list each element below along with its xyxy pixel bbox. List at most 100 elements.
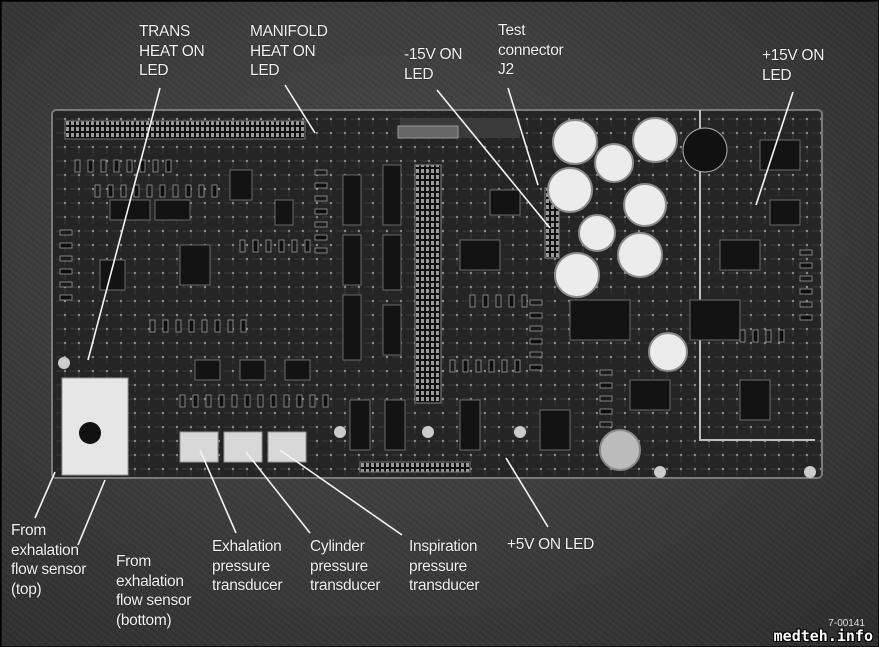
label-line: transducer <box>212 577 283 594</box>
resistor <box>765 329 772 343</box>
label-trans-heat-led: TRANS HEAT ON LED <box>139 22 205 81</box>
label-line: flow sensor <box>11 561 87 578</box>
resistor <box>529 312 543 319</box>
resistor <box>146 184 153 198</box>
label-line: From <box>11 522 46 539</box>
resistor <box>244 394 251 408</box>
label-cylinder-pressure-transducer: Cylinder pressure transducer <box>310 537 381 596</box>
resistor <box>265 239 272 253</box>
label-line: LED <box>404 65 434 83</box>
label-line: TRANS <box>139 23 191 40</box>
resistor <box>201 319 208 333</box>
label-line: From <box>116 553 151 570</box>
label-line: Cylinder <box>310 538 365 555</box>
label-manifold-heat-led: MANIFOLD HEAT ON LED <box>250 22 328 81</box>
inductor <box>682 127 728 173</box>
resistor <box>799 288 813 295</box>
resistor <box>322 394 329 408</box>
ic-chips <box>99 139 801 451</box>
label-line: pressure <box>310 557 368 575</box>
resistor <box>314 182 328 189</box>
resistor <box>314 208 328 215</box>
resistor <box>257 394 264 408</box>
label-exhalation-flow-sensor-bottom: From exhalation flow sensor (bottom) <box>116 552 191 630</box>
label-line: transducer <box>409 577 480 594</box>
resistor <box>87 159 94 173</box>
resistor <box>159 184 166 198</box>
resistor <box>529 364 543 371</box>
resistor <box>296 394 303 408</box>
resistor <box>291 239 298 253</box>
flow-sensor-block <box>61 377 129 476</box>
resistor <box>599 408 613 415</box>
resistor <box>799 249 813 256</box>
label-line: LED <box>139 62 169 79</box>
resistor <box>59 294 73 301</box>
resistor <box>162 319 169 333</box>
resistor <box>278 239 285 253</box>
label-line: transducer <box>310 577 381 594</box>
resistor <box>192 394 199 408</box>
resistor <box>599 369 613 376</box>
label-line: -15V ON <box>404 46 463 63</box>
label-test-connector-j2: Test connector J2 <box>498 21 564 80</box>
resistor <box>314 169 328 176</box>
resistor <box>529 325 543 332</box>
resistor <box>462 359 469 373</box>
resistor <box>179 394 186 408</box>
resistor <box>152 159 159 173</box>
capacitors <box>547 117 688 471</box>
resistor <box>449 359 456 373</box>
resistor <box>218 394 225 408</box>
label-line: Exhalation <box>212 538 282 555</box>
resistor <box>475 359 482 373</box>
resistor <box>74 159 81 173</box>
label-line: LED <box>250 62 280 79</box>
label-line: HEAT ON <box>139 42 205 60</box>
label-line: +15V ON <box>762 47 825 64</box>
label-line: exhalation <box>11 541 79 559</box>
label-line: (bottom) <box>116 611 172 629</box>
resistor <box>59 281 73 288</box>
resistor <box>799 262 813 269</box>
label-line: (top) <box>11 580 42 598</box>
resistor <box>133 184 140 198</box>
label-line: MANIFOLD <box>250 23 328 40</box>
resistor <box>270 394 277 408</box>
resistor <box>252 239 259 253</box>
resistor <box>283 394 290 408</box>
resistor <box>314 234 328 241</box>
label-line: Inspiration <box>409 538 478 555</box>
label-minus15v-led: -15V ON LED <box>404 45 463 84</box>
resistor <box>314 247 328 254</box>
resistor <box>231 394 238 408</box>
resistor <box>59 242 73 249</box>
resistor <box>59 268 73 275</box>
resistor <box>107 184 114 198</box>
resistor <box>126 159 133 173</box>
resistor <box>521 294 528 308</box>
resistor <box>240 319 247 333</box>
resistor <box>100 159 107 173</box>
label-line: J2 <box>498 61 514 78</box>
resistor <box>529 351 543 358</box>
label-line: connector <box>498 41 564 59</box>
leader-lines <box>34 84 794 546</box>
label-line: flow sensor <box>116 592 192 609</box>
resistor <box>113 159 120 173</box>
resistor <box>799 275 813 282</box>
resistor <box>214 319 221 333</box>
label-line: Test <box>498 22 526 39</box>
resistor <box>314 221 328 228</box>
resistor <box>508 294 515 308</box>
resistor <box>529 338 543 345</box>
resistor <box>752 329 759 343</box>
resistor <box>482 294 489 308</box>
resistor <box>94 184 101 198</box>
resistor <box>314 195 328 202</box>
resistor <box>529 299 543 306</box>
resistor <box>501 359 508 373</box>
resistor <box>599 395 613 402</box>
resistor <box>59 255 73 262</box>
resistor <box>599 421 613 428</box>
